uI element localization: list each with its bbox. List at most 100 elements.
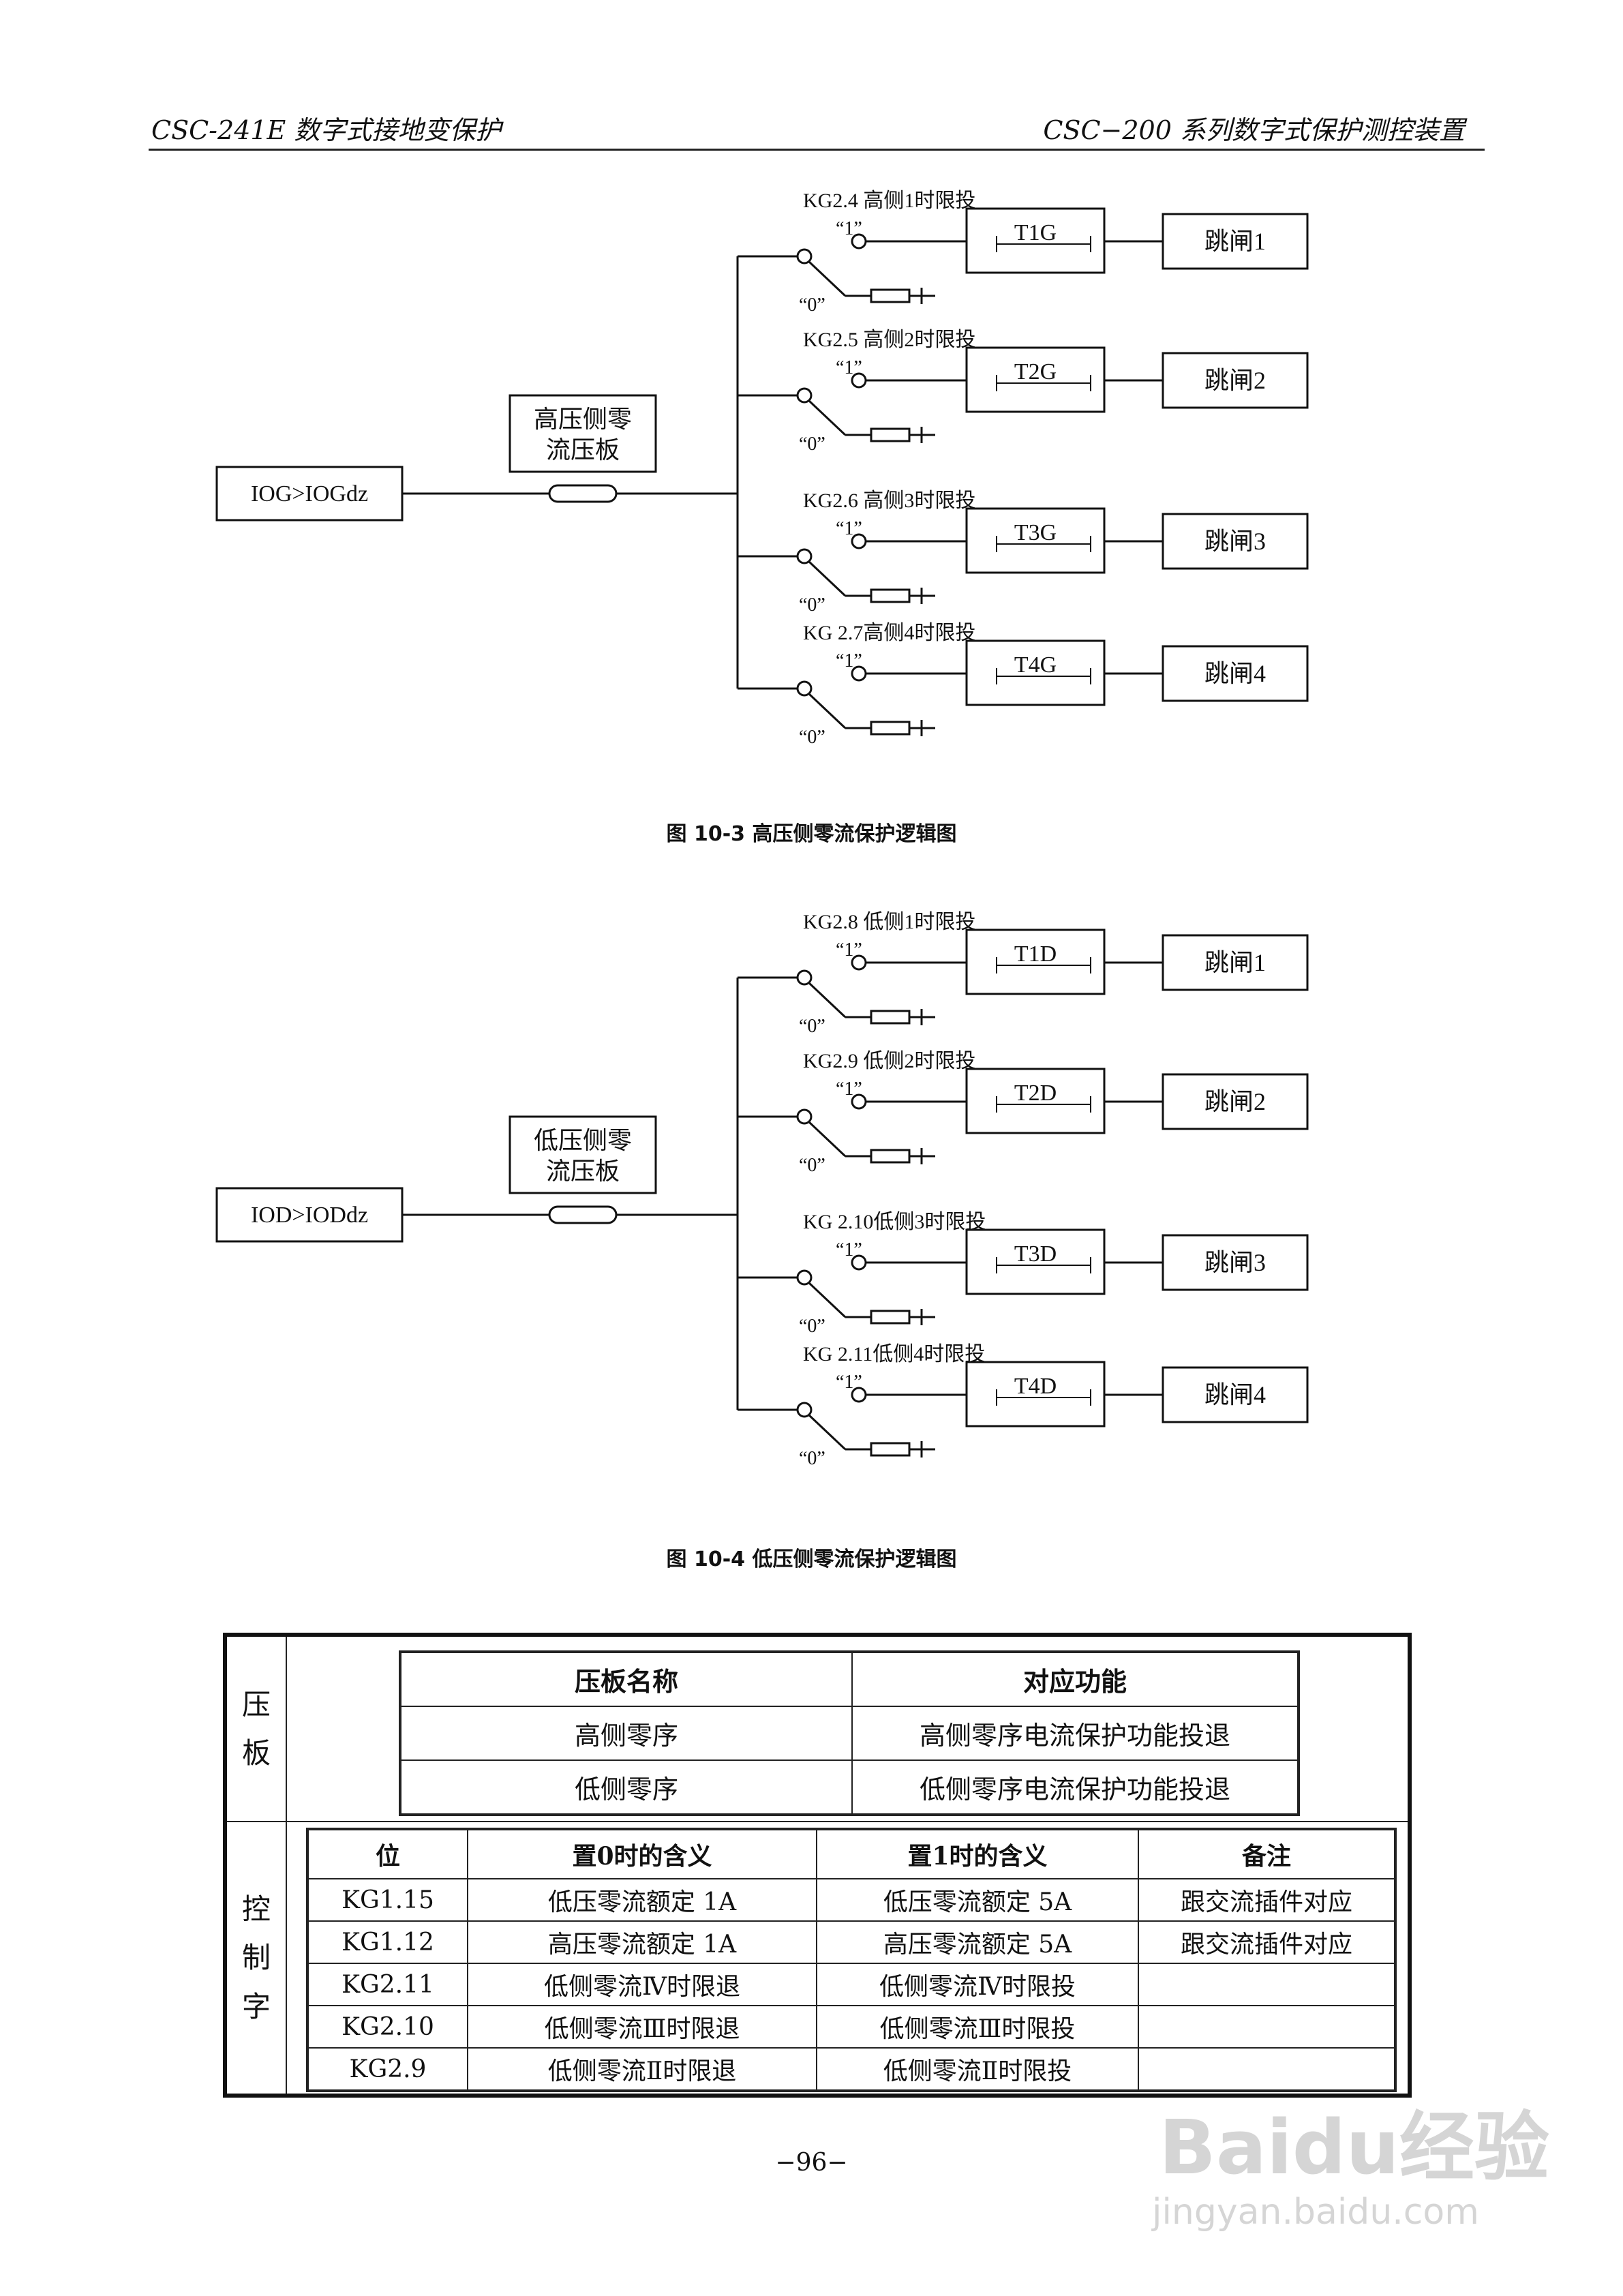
- table-row: KG2.11 低侧零流Ⅳ时限退 低侧零流Ⅳ时限投: [307, 1963, 1396, 2006]
- plate-label: 低压侧零: [534, 1127, 632, 1154]
- switch-pivot: [796, 248, 813, 265]
- switch-blade: [808, 560, 847, 597]
- table-cell: 高压零流额定 5A: [816, 1920, 1139, 1964]
- table-cell: 低侧零序电流保护功能投退: [851, 1759, 1299, 1815]
- table-cell: [1138, 2005, 1396, 2049]
- trip-label: 跳闸3: [1204, 1249, 1266, 1276]
- table-row: 高侧零序 高侧零序电流保护功能投退: [399, 1706, 1299, 1761]
- off-label: “0”: [799, 1155, 825, 1176]
- kg-label: KG2.8 低侧1时限投: [803, 911, 975, 933]
- plate-label: 流压板: [546, 436, 620, 464]
- header-cell: 压板名称: [399, 1651, 853, 1707]
- trip-box: [1162, 513, 1309, 570]
- side-char: 字: [241, 1989, 271, 2023]
- trip-label: 跳闸4: [1204, 1381, 1266, 1408]
- plate-side-label: 压 板: [227, 1637, 287, 1821]
- control-word-table: 位 置0时的含义 置1时的含义 备注 KG1.15 低压零流额定 1A 低压零流…: [306, 1828, 1397, 2092]
- plate-label: 流压板: [546, 1158, 620, 1185]
- table-cell: [1138, 1963, 1396, 2006]
- pressure-plate-icon: [548, 1205, 618, 1224]
- condition-label: IOD>IODdz: [251, 1203, 368, 1228]
- switch-blade: [808, 399, 847, 436]
- trip-box: [1162, 645, 1309, 702]
- trip-box: [1162, 213, 1309, 270]
- switch-pivot: [796, 548, 813, 564]
- switch-pivot: [796, 680, 813, 697]
- header-rule: [149, 149, 1485, 151]
- trip-label: 跳闸1: [1204, 949, 1266, 976]
- figure-caption-10-3: 图 10-3 高压侧零流保护逻辑图: [666, 822, 957, 846]
- switch-pivot: [796, 1402, 813, 1418]
- timer-label: T2D: [1014, 1081, 1057, 1106]
- baidu-jingyan-watermark-logo: Baidu经验: [1159, 2104, 1549, 2191]
- table-row: KG2.9 低侧零流Ⅱ时限退 低侧零流Ⅱ时限投: [307, 2047, 1396, 2091]
- switch-blade: [808, 693, 847, 729]
- on-label: “1”: [836, 1078, 862, 1100]
- side-char: 板: [241, 1736, 271, 1770]
- timer-label: T2G: [1014, 359, 1057, 384]
- table-cell: 跟交流插件对应: [1138, 1920, 1396, 1964]
- timer-label: T3G: [1014, 520, 1057, 545]
- table-cell: [1138, 2047, 1396, 2091]
- table-cell: KG2.9: [307, 2047, 468, 2091]
- off-label: “0”: [799, 294, 825, 316]
- switch-pivot: [796, 1108, 813, 1125]
- on-label: “1”: [836, 218, 862, 239]
- switch-pivot: [796, 969, 813, 986]
- trip-label: 跳闸3: [1204, 528, 1266, 555]
- settings-table: 压 板 控 制 字 压板名称 对应功能 高侧零序 高侧零序电流保护功能投退 低侧…: [223, 1633, 1412, 2098]
- table-cell: KG2.10: [307, 2005, 468, 2049]
- side-char: 控: [241, 1892, 271, 1926]
- table-cell: KG1.15: [307, 1878, 468, 1922]
- timer-label: T1D: [1014, 941, 1057, 967]
- off-label: “0”: [799, 1448, 825, 1469]
- table-cell: 低压零流额定 1A: [467, 1878, 817, 1922]
- off-label: “0”: [799, 1316, 825, 1337]
- trip-box: [1162, 1073, 1309, 1130]
- header-cell: 置0时的含义: [467, 1828, 817, 1879]
- table-row: KG2.10 低侧零流Ⅲ时限退 低侧零流Ⅲ时限投: [307, 2005, 1396, 2049]
- resistor-icon: [870, 288, 911, 303]
- plate-label: 高压侧零: [534, 406, 632, 433]
- table-cell: 低侧零流Ⅳ时限投: [816, 1963, 1139, 2006]
- table-cell: KG2.11: [307, 1963, 468, 2006]
- kg-label: KG2.6 高侧3时限投: [803, 489, 975, 512]
- trip-box: [1162, 352, 1309, 409]
- pressure-plate-icon: [548, 484, 618, 503]
- kg-label: KG2.5 高侧2时限投: [803, 329, 975, 351]
- resistor-icon: [870, 1010, 911, 1025]
- header-right-title: CSC−200 系列数字式保护测控装置: [1043, 115, 1465, 145]
- trip-label: 跳闸2: [1204, 1088, 1266, 1115]
- table-cell: KG1.12: [307, 1920, 468, 1964]
- trip-box: [1162, 1366, 1309, 1423]
- side-char: 制: [241, 1941, 271, 1975]
- off-label: “0”: [799, 1016, 825, 1037]
- kg-label: KG 2.10低侧3时限投: [803, 1211, 986, 1233]
- trip-box: [1162, 934, 1309, 991]
- on-label: “1”: [836, 939, 862, 961]
- table-row: KG1.12 高压零流额定 1A 高压零流额定 5A 跟交流插件对应: [307, 1920, 1396, 1964]
- figure-caption-10-4: 图 10-4 低压侧零流保护逻辑图: [666, 1547, 957, 1571]
- switch-blade: [808, 1282, 847, 1318]
- table-cell: 高压零流额定 1A: [467, 1920, 817, 1964]
- switch-blade: [808, 1121, 847, 1158]
- timer-label: T3D: [1014, 1241, 1057, 1267]
- trip-label: 跳闸4: [1204, 660, 1266, 687]
- header-cell: 置1时的含义: [816, 1828, 1139, 1879]
- timer-label: T4D: [1014, 1374, 1057, 1399]
- header-cell: 对应功能: [851, 1651, 1299, 1707]
- switch-blade: [808, 982, 847, 1018]
- page-number: −96−: [775, 2149, 848, 2177]
- table-cell: 低侧零流Ⅲ时限退: [467, 2005, 817, 2049]
- table-row: KG1.15 低压零流额定 1A 低压零流额定 5A 跟交流插件对应: [307, 1878, 1396, 1922]
- table-cell: 低压零流额定 5A: [816, 1878, 1139, 1922]
- table-cell: 低侧零流Ⅲ时限投: [816, 2005, 1139, 2049]
- table-header-row: 位 置0时的含义 置1时的含义 备注: [307, 1828, 1396, 1879]
- off-label: “0”: [799, 434, 825, 455]
- trip-label: 跳闸1: [1204, 228, 1266, 255]
- header-cell: 备注: [1138, 1828, 1396, 1879]
- watermark-url: jingyan.baidu.com: [1152, 2192, 1479, 2233]
- kg-label: KG 2.7高侧4时限投: [803, 622, 975, 644]
- table-cell: 低侧零流Ⅳ时限退: [467, 1963, 817, 2006]
